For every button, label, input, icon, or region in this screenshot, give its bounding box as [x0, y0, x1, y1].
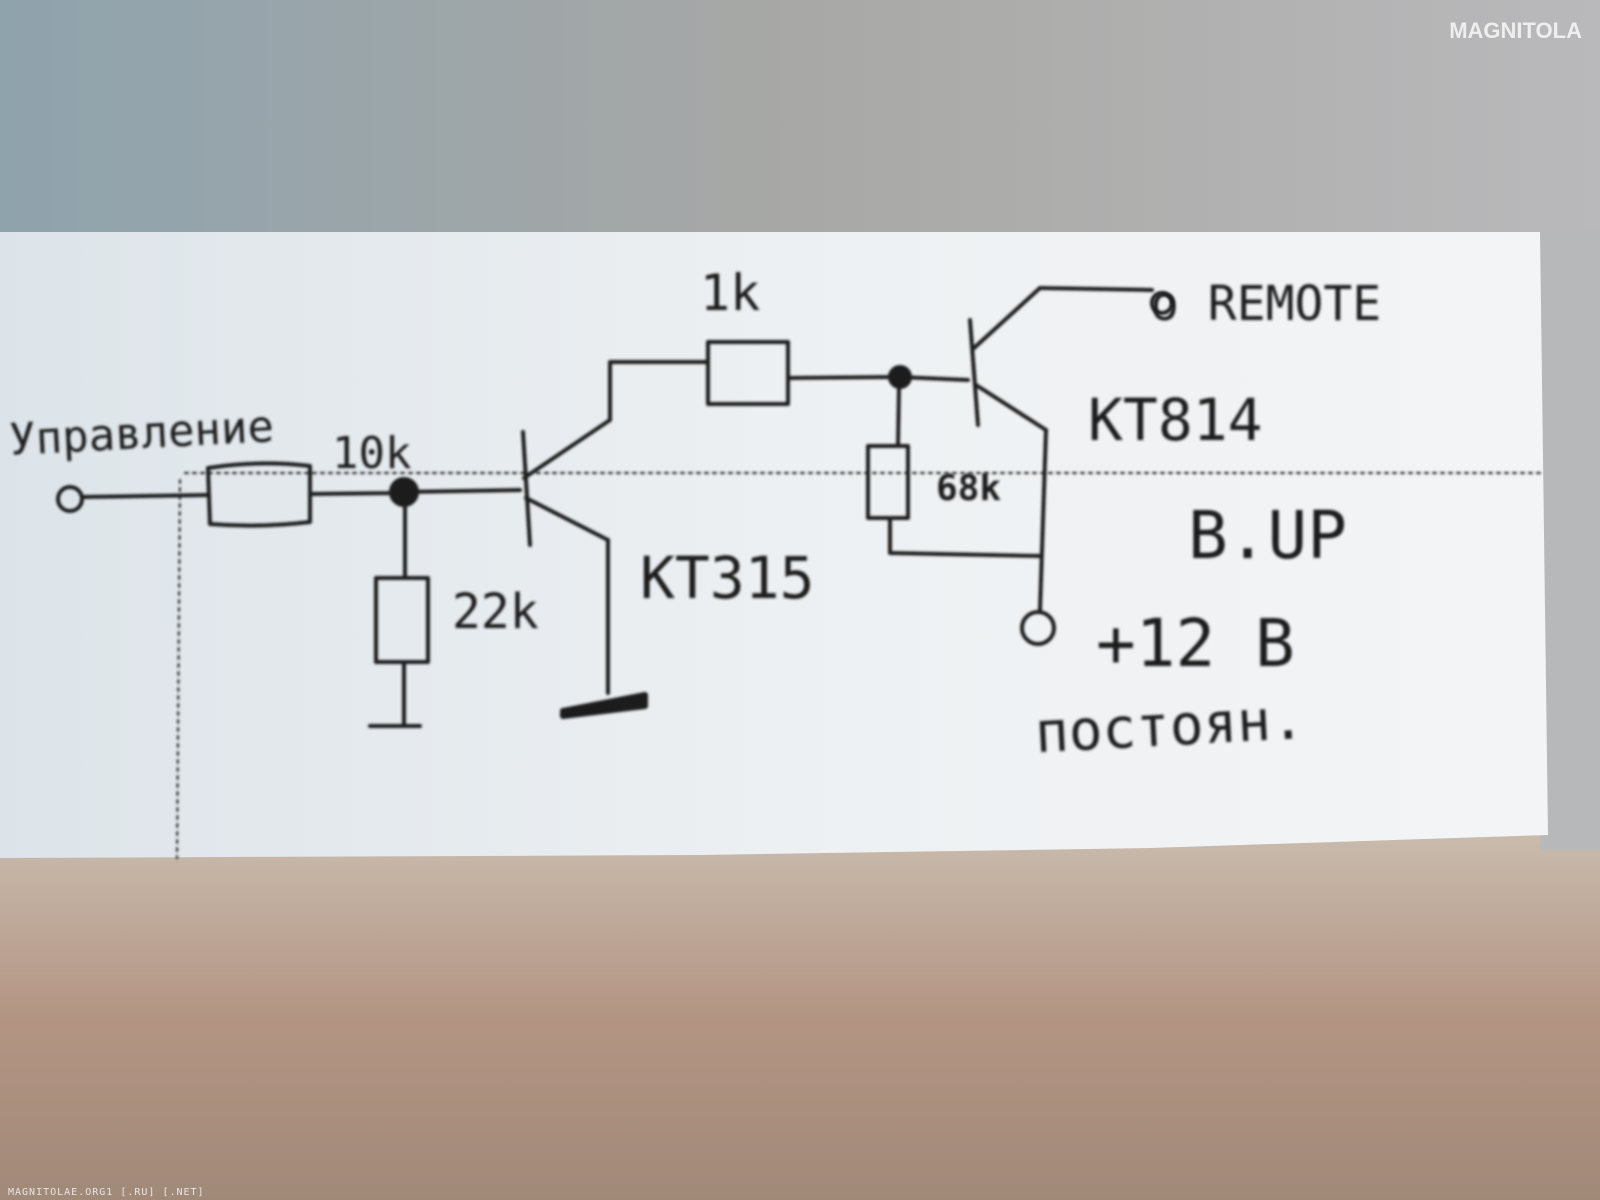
supply-note-label: постоян.	[1033, 687, 1306, 766]
paper-sheet	[0, 232, 1548, 858]
kt315-base-bar	[521, 430, 532, 547]
resistor-68k-label: 68k	[936, 468, 1001, 509]
background-top	[0, 0, 1600, 260]
wire	[1038, 286, 1154, 292]
remote-terminal	[1150, 291, 1174, 315]
wire	[1038, 428, 1048, 612]
resistor-1k-label: 1k	[700, 264, 760, 322]
remote-label: o REMOTE	[1150, 276, 1381, 332]
watermark-footer: MAGNITOLAE.ORG1 [.RU] [.NET]	[8, 1187, 205, 1198]
background-bottom	[0, 830, 1600, 1200]
resistor-22k-label: 22k	[452, 584, 539, 640]
kt315-label: KT315	[640, 544, 815, 612]
kt315-emitter	[524, 496, 610, 542]
wire	[888, 516, 1042, 558]
wire	[898, 375, 970, 382]
resistor-1k-symbol	[706, 340, 790, 406]
kt315-collector	[522, 418, 612, 480]
bup-label: B.UP	[1188, 497, 1347, 574]
resistor-10k-symbol	[206, 461, 312, 528]
wire	[402, 488, 522, 494]
kt814-label: KT814	[1088, 386, 1263, 454]
kt814-base-bar	[968, 318, 980, 427]
resistor-10k-label: 10k	[332, 428, 411, 479]
kt814-collector	[972, 286, 1042, 350]
wire	[308, 491, 402, 496]
watermark-logo: MAGNITOLA	[1449, 18, 1582, 43]
wire	[80, 493, 210, 499]
supply-terminal	[1020, 610, 1056, 646]
ground-symbol	[560, 692, 648, 719]
wire	[896, 386, 901, 448]
dotted-guide-vertical	[176, 479, 181, 859]
labels: Управление 10k 22k 1k 68k KT315 KT814 o …	[8, 264, 1381, 766]
supply-label: +12 B	[1096, 605, 1295, 682]
background-right	[1540, 230, 1600, 850]
wire	[608, 360, 710, 422]
wire	[786, 375, 902, 380]
circuit-drawing	[56, 286, 1541, 859]
kt814-emitter	[974, 383, 1048, 432]
